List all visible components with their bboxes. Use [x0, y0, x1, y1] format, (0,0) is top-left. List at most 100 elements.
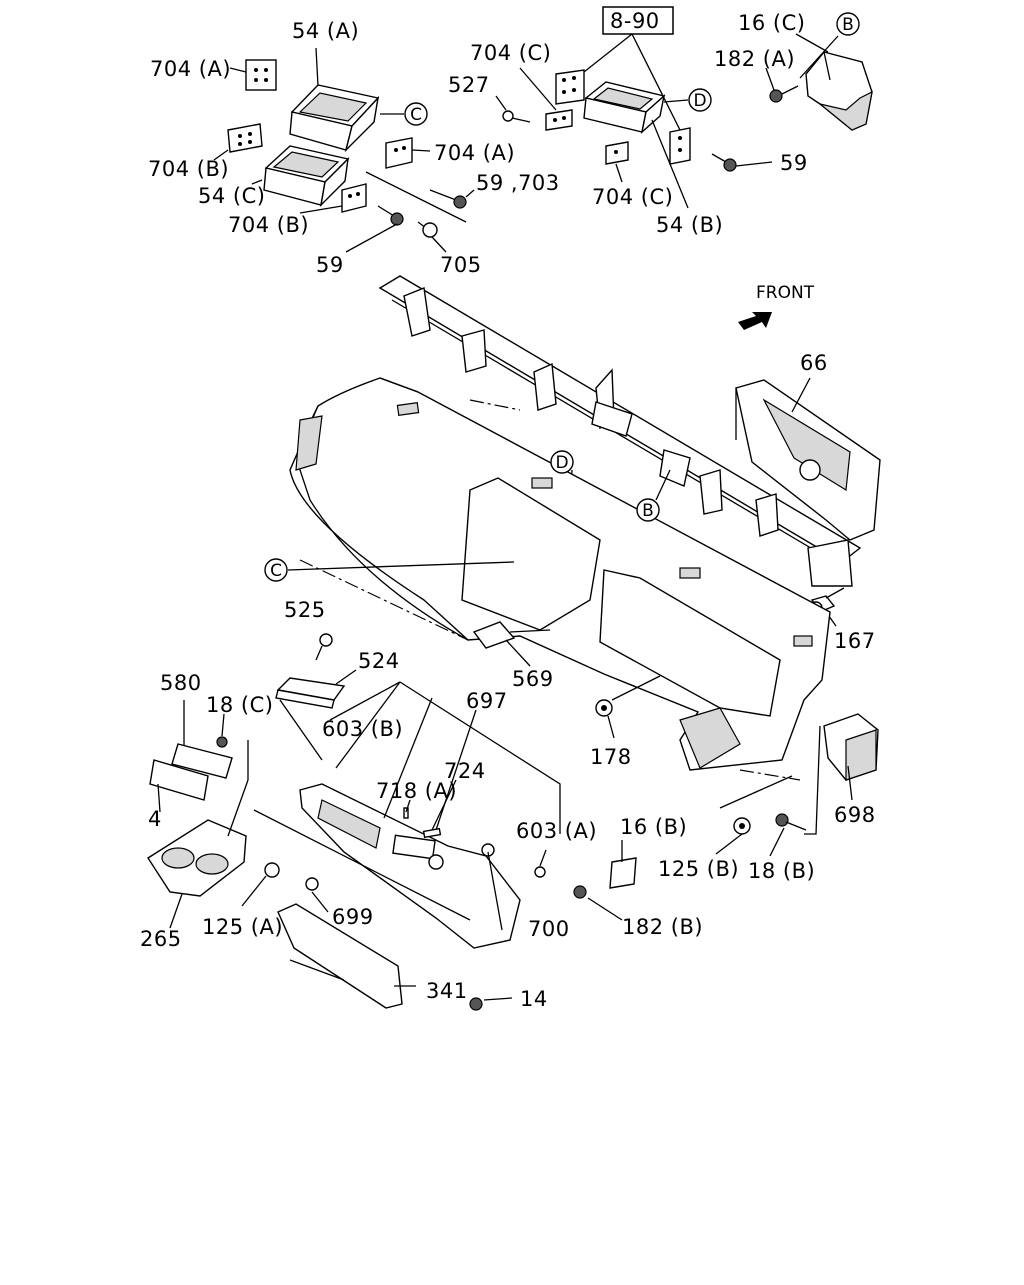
cover-524	[275, 677, 346, 709]
label-603b: 603 (B)	[322, 717, 403, 741]
bolt-182a	[769, 85, 799, 103]
leaders-top-center	[495, 33, 773, 209]
label-16b: 16 (B)	[620, 815, 687, 839]
pocket-54b	[583, 81, 666, 134]
clip-125b	[733, 817, 751, 835]
label-704a-mid: 704 (A)	[434, 141, 515, 165]
bracket-704c-right	[669, 127, 691, 165]
label-front: FRONT	[756, 283, 815, 303]
label-700: 700	[528, 917, 570, 941]
leaders-top-left	[213, 47, 475, 253]
svg-text:C: C	[270, 561, 282, 581]
bracket-704a-mid	[385, 137, 413, 169]
pocket-54c	[263, 145, 350, 208]
screw-18c	[216, 736, 228, 748]
callout-b-mid: B	[636, 498, 660, 522]
bracket-698	[823, 713, 879, 781]
bolt-18b	[775, 813, 807, 831]
label-178: 178	[590, 745, 632, 769]
label-524: 524	[358, 649, 400, 673]
callout-d-top: D	[688, 88, 712, 112]
label-182a: 182 (A)	[714, 47, 795, 71]
label-125b: 125 (B)	[658, 857, 739, 881]
label-182b: 182 (B)	[622, 915, 703, 939]
glove-box-lower	[299, 783, 521, 949]
bracket-704c-top	[555, 69, 585, 105]
screws-lower	[264, 807, 587, 1011]
label-525: 525	[284, 598, 326, 622]
part-labels: 54 (A) 704 (A) 704 (B) 54 (C) 704 (A) 59…	[140, 9, 876, 1011]
pocket-54a	[289, 84, 380, 153]
screw-59-right	[711, 153, 737, 172]
bracket-704c-bottom	[605, 141, 629, 165]
bracket-704a-top	[245, 59, 277, 91]
screw-59-703	[429, 189, 467, 209]
bracket-704b-mid	[341, 183, 367, 213]
front-arrow	[738, 312, 772, 330]
label-527: 527	[448, 73, 490, 97]
label-341: 341	[426, 979, 468, 1003]
box-8-90	[602, 6, 674, 35]
label-59-703: 59 ,703	[476, 171, 560, 195]
panel-4	[149, 759, 209, 801]
instrument-panel	[289, 377, 831, 781]
label-18b: 18 (B)	[748, 859, 815, 883]
label-66: 66	[800, 351, 828, 375]
label-580: 580	[160, 671, 202, 695]
leaders-698	[715, 725, 853, 857]
cross-beam	[378, 275, 862, 587]
label-699: 699	[332, 905, 374, 929]
callout-c-top: C	[404, 102, 428, 126]
label-704b-top: 704 (B)	[148, 157, 229, 181]
label-167: 167	[834, 629, 876, 653]
label-125a: 125 (A)	[202, 915, 283, 939]
label-8-90: 8-90	[610, 9, 660, 33]
leaders-lower	[157, 669, 623, 1001]
svg-text:B: B	[642, 501, 654, 521]
label-718a: 718 (A)	[376, 779, 457, 803]
label-54a: 54 (A)	[292, 19, 359, 43]
svg-text:C: C	[410, 105, 422, 125]
label-54b: 54 (B)	[656, 213, 723, 237]
label-704c-bottom: 704 (C)	[592, 185, 673, 209]
label-54c: 54 (C)	[198, 184, 265, 208]
label-698: 698	[834, 803, 876, 827]
label-59-right: 59	[780, 151, 808, 175]
label-14: 14	[520, 987, 548, 1011]
label-704c-top: 704 (C)	[470, 41, 551, 65]
label-265: 265	[140, 927, 182, 951]
callout-d-mid: D	[550, 450, 574, 474]
label-59-left: 59	[316, 253, 344, 277]
label-569: 569	[512, 667, 554, 691]
svg-text:D: D	[555, 453, 568, 473]
bracket-569	[472, 621, 516, 649]
svg-text:D: D	[693, 91, 706, 111]
callout-c-mid: C	[264, 558, 288, 582]
label-704a-top: 704 (A)	[150, 57, 231, 81]
screw-525	[315, 633, 333, 661]
label-16c: 16 (C)	[738, 11, 805, 35]
screw-527	[502, 110, 531, 123]
label-705: 705	[440, 253, 482, 277]
label-603a: 603 (A)	[516, 819, 597, 843]
nut-178	[595, 699, 613, 717]
cover-16c	[805, 51, 873, 131]
leaders-panel	[287, 561, 661, 739]
screw-59-left	[377, 205, 404, 226]
callout-b-top: B	[836, 12, 860, 36]
bracket-704c-small	[545, 109, 573, 131]
leaders-top-right	[765, 33, 839, 91]
label-4: 4	[148, 807, 162, 831]
bracket-16b	[609, 857, 637, 889]
bracket-580	[171, 743, 233, 779]
lid-341	[277, 903, 403, 1009]
label-697: 697	[466, 689, 508, 713]
screw-705	[417, 221, 438, 238]
label-724: 724	[444, 759, 486, 783]
svg-text:B: B	[842, 15, 854, 35]
bracket-704b-top	[227, 123, 263, 153]
label-704b-mid: 704 (B)	[228, 213, 309, 237]
bracket-66	[735, 379, 881, 541]
